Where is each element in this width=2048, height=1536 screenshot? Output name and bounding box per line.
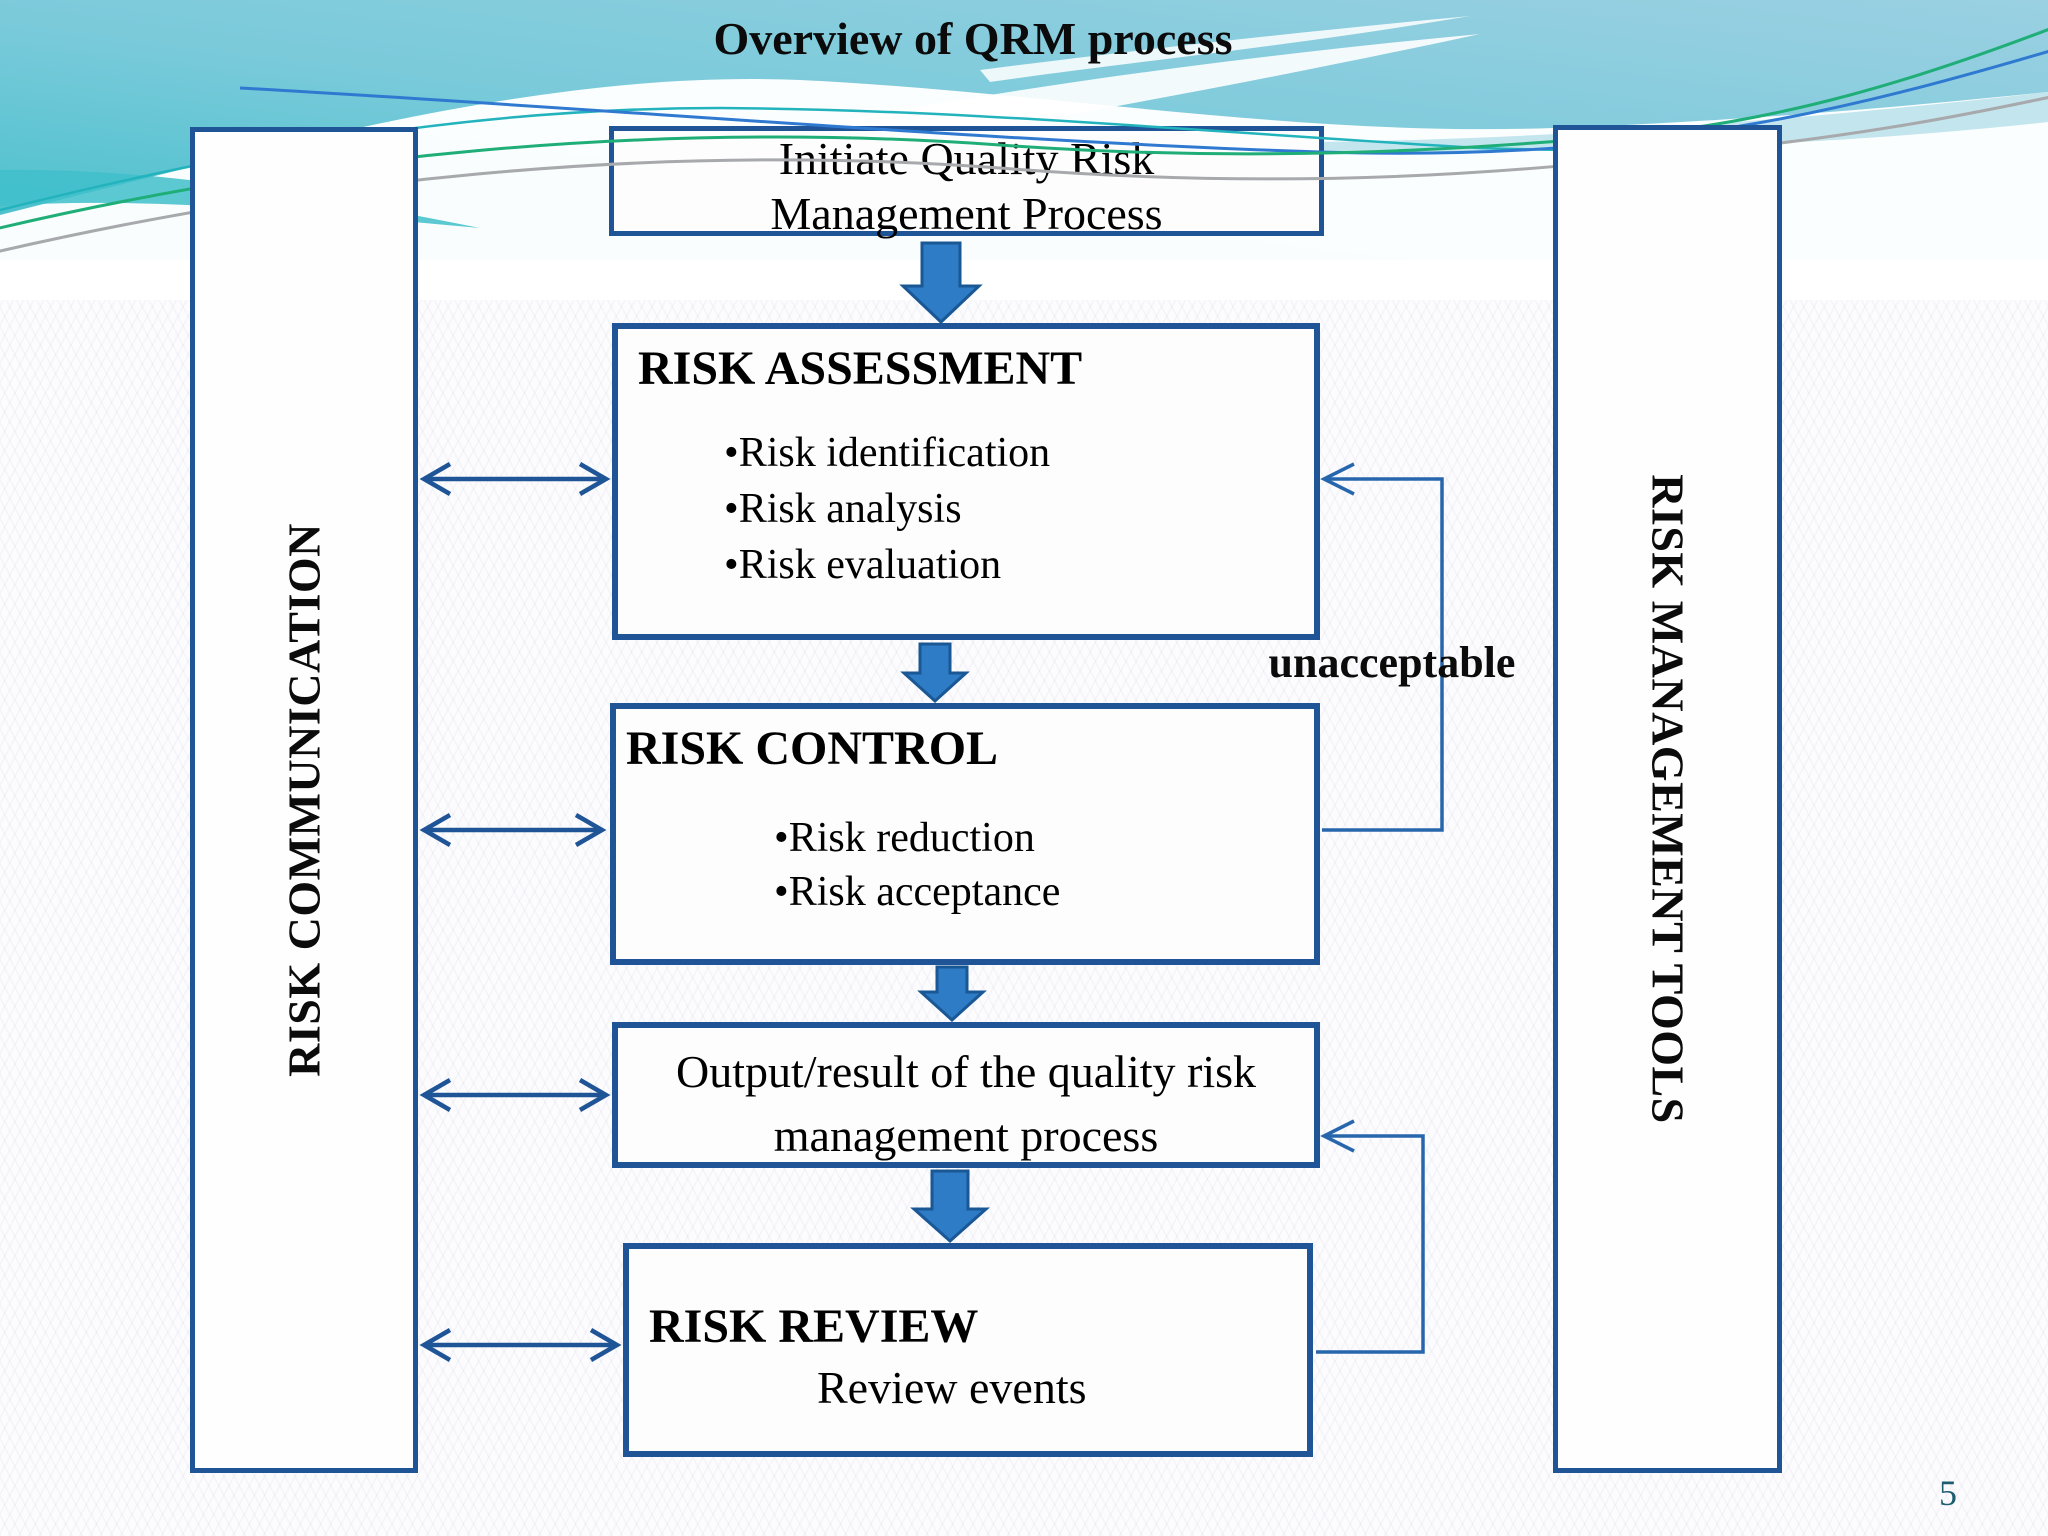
risk-control-title: RISK CONTROL [626,722,999,775]
block-arrow-control-to-output [917,965,987,1023]
initiate-process-text: Initiate Quality Risk Management Process [614,131,1319,241]
double-arrow-communication-review [419,1328,622,1362]
double-arrow-communication-control [419,813,607,847]
risk-assessment-box: RISK ASSESSMENT •Risk identification •Ri… [612,323,1320,640]
risk-review-title: RISK REVIEW [649,1300,979,1353]
bullet-risk-acceptance: •Risk acceptance [774,869,1061,915]
slide-title: Overview of QRM process [713,13,1233,64]
bullet-risk-identification: •Risk identification [724,430,1051,476]
risk-management-tools-bar: RISK MANAGEMENT TOOLS [1553,125,1782,1473]
block-arrow-output-to-review [910,1169,990,1244]
risk-review-box: RISK REVIEW Review events [623,1243,1313,1457]
initiate-process-box: Initiate Quality Risk Management Process [609,126,1324,239]
risk-assessment-title: RISK ASSESSMENT [638,342,1083,395]
bullet-risk-evaluation: •Risk evaluation [724,542,1002,588]
double-arrow-communication-assessment [419,462,611,496]
risk-assessment-bullet-list: •Risk identification •Risk analysis •Ris… [724,425,1314,593]
page-number: 5 [1939,1473,1957,1513]
risk-control-bullet-list: •Risk reduction •Risk acceptance [774,811,1314,919]
double-arrow-communication-output [419,1078,611,1112]
initiate-line-1: Initiate Quality Risk [778,133,1155,184]
bullet-risk-reduction: •Risk reduction [774,815,1035,861]
output-result-box: Output/result of the quality risk manage… [612,1022,1320,1168]
output-result-text: Output/result of the quality risk manage… [618,1028,1314,1168]
feedback-loop-review-to-output [1316,1119,1425,1354]
initiate-line-2: Management Process [770,188,1163,239]
risk-review-subtitle: Review events [817,1362,1087,1413]
output-line-1: Output/result of the quality risk [675,1046,1257,1097]
block-arrow-assessment-to-control [900,642,970,704]
bullet-risk-analysis: •Risk analysis [724,486,962,532]
risk-control-box: RISK CONTROL •Risk reduction •Risk accep… [610,703,1320,965]
risk-management-tools-label: RISK MANAGEMENT TOOLS [1642,474,1693,1124]
unacceptable-label: unacceptable [1268,638,1516,687]
output-line-2: management process [773,1110,1159,1161]
risk-communication-bar: RISK COMMUNICATION [190,127,418,1473]
risk-communication-label: RISK COMMUNICATION [278,523,330,1077]
